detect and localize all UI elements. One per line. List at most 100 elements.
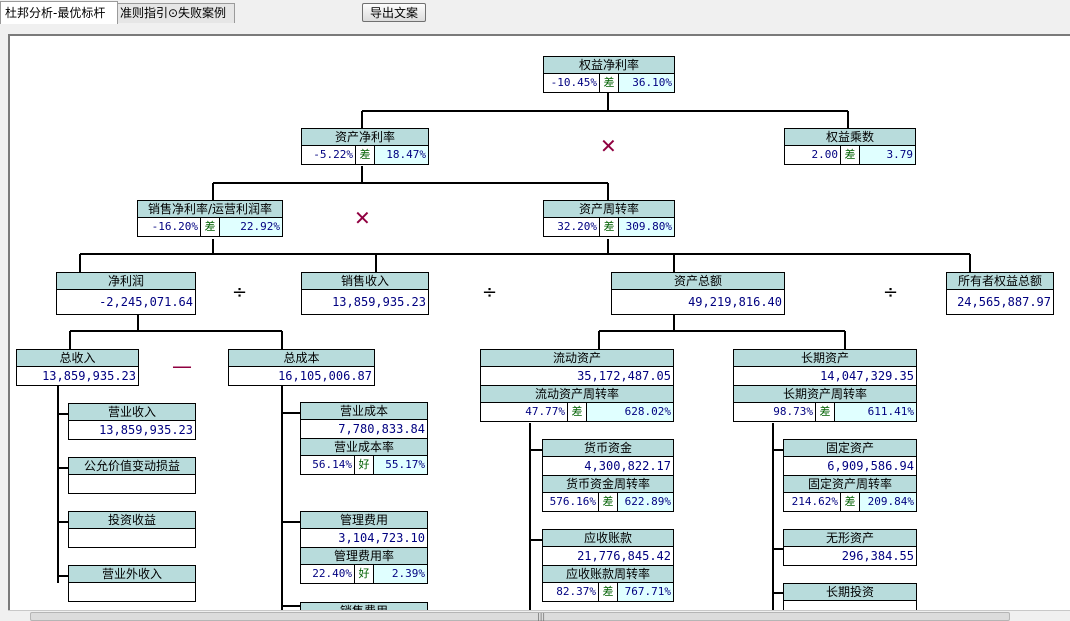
node-selling-expense[interactable]: 销售费用 <box>300 602 428 612</box>
actual-value: 214.62% <box>791 495 838 508</box>
rating-label: 差 <box>567 403 587 421</box>
node-current-assets[interactable]: 流动资产 35,172,487.05 流动资产周转率 47.77% 差 628.… <box>480 349 674 422</box>
node-value: 16,105,006.87 <box>278 369 372 383</box>
node-roe[interactable]: 权益净利率 -10.45% 差 36.10% <box>543 56 675 93</box>
rating-label: 好 <box>354 456 374 474</box>
node-value: 296,384.55 <box>841 549 914 563</box>
node-non-operating-income[interactable]: 营业外收入 <box>68 565 196 602</box>
node-title: 投资收益 <box>69 512 195 529</box>
node-title: 权益乘数 <box>785 129 915 146</box>
benchmark-value: 622.89% <box>618 493 673 511</box>
ratio-row: 47.77% 差 628.02% <box>481 403 673 421</box>
dupont-tree-panel[interactable]: ✕ ✕ ÷ ÷ ÷ — 权益净利率 -10.45% 差 36.10% 资产净利率… <box>8 34 1070 612</box>
node-sub-title: 货币资金周转率 <box>543 475 673 493</box>
node-value: 3,104,723.10 <box>338 531 425 545</box>
ratio-row: 32.20% 差 309.80% <box>544 218 674 236</box>
node-total-cost[interactable]: 总成本 16,105,006.87 <box>228 349 375 386</box>
node-sales-revenue[interactable]: 销售收入 13,859,935.23 <box>301 272 429 315</box>
node-owner-equity[interactable]: 所有者权益总额 24,565,887.97 <box>946 272 1054 315</box>
multiply-operator-2: ✕ <box>354 206 371 230</box>
node-title: 资产总额 <box>612 273 784 290</box>
node-sub-title: 营业成本率 <box>301 438 427 456</box>
rating-label: 差 <box>598 583 618 601</box>
node-value: 49,219,816.40 <box>688 295 782 309</box>
node-title: 总收入 <box>17 350 138 367</box>
node-total-assets[interactable]: 资产总额 49,219,816.40 <box>611 272 785 315</box>
rating-label: 好 <box>354 565 374 583</box>
node-value: 21,776,845.42 <box>577 549 671 563</box>
node-total-revenue[interactable]: 总收入 13,859,935.23 <box>16 349 139 386</box>
node-title: 长期投资 <box>784 584 916 601</box>
rating-label: 差 <box>200 218 220 236</box>
node-value <box>69 475 195 493</box>
node-title: 总成本 <box>229 350 374 367</box>
benchmark-value: 3.79 <box>860 146 915 164</box>
node-long-term-assets[interactable]: 长期资产 14,047,329.35 长期资产周转率 98.73% 差 611.… <box>733 349 917 422</box>
actual-value: 82.37% <box>556 585 596 598</box>
benchmark-value: 22.92% <box>220 218 282 236</box>
node-long-term-investment[interactable]: 长期投资 <box>783 583 917 612</box>
node-cash[interactable]: 货币资金 4,300,822.17 货币资金周转率 576.16% 差 622.… <box>542 439 674 512</box>
rating-label: 差 <box>840 146 860 164</box>
benchmark-value: 767.71% <box>618 583 673 601</box>
node-title: 公允价值变动损益 <box>69 458 195 475</box>
benchmark-value: 2.39% <box>374 565 427 583</box>
ratio-row: 82.37% 差 767.71% <box>543 583 673 601</box>
ratio-row: 576.16% 差 622.89% <box>543 493 673 511</box>
rating-label: 差 <box>355 146 375 164</box>
export-copy-button[interactable]: 导出文案 <box>362 3 426 22</box>
tree-connector-lines <box>57 91 971 612</box>
tab-dupont-analysis[interactable]: 杜邦分析-最优标杆 <box>0 1 118 24</box>
node-net-margin[interactable]: 销售净利率/运营利润率 -16.20% 差 22.92% <box>137 200 283 237</box>
node-title: 应收账款 <box>543 530 673 547</box>
node-fixed-assets[interactable]: 固定资产 6,909,586.94 固定资产周转率 214.62% 差 209.… <box>783 439 917 512</box>
node-value: -2,245,071.64 <box>99 295 193 309</box>
node-value: 24,565,887.97 <box>957 295 1051 309</box>
node-admin-expense[interactable]: 管理费用 3,104,723.10 管理费用率 22.40% 好 2.39% <box>300 511 428 584</box>
node-value: 7,780,833.84 <box>338 422 425 436</box>
actual-value: 22.40% <box>312 567 352 580</box>
rating-label: 差 <box>840 493 860 511</box>
rating-label: 差 <box>599 218 619 236</box>
node-title: 销售费用 <box>301 603 427 612</box>
ratio-row: -5.22% 差 18.47% <box>302 146 428 164</box>
benchmark-value: 209.84% <box>860 493 916 511</box>
ratio-row: 98.73% 差 611.41% <box>734 403 916 421</box>
node-title: 长期资产 <box>734 350 916 367</box>
scrollbar-thumb[interactable]: ||| <box>30 612 1010 621</box>
minus-operator: — <box>172 354 192 378</box>
node-investment-income[interactable]: 投资收益 <box>68 511 196 548</box>
tab-guidelines-failure-cases[interactable]: 准则指引⊙失败案例 <box>115 3 235 23</box>
node-title: 资产周转率 <box>544 201 674 218</box>
node-roa[interactable]: 资产净利率 -5.22% 差 18.47% <box>301 128 429 165</box>
rating-label: 差 <box>598 493 618 511</box>
grip-icon: ||| <box>537 612 546 621</box>
benchmark-value: 628.02% <box>587 403 673 421</box>
node-title: 固定资产 <box>784 440 916 457</box>
node-asset-turnover[interactable]: 资产周转率 32.20% 差 309.80% <box>543 200 675 237</box>
node-equity-multiplier[interactable]: 权益乘数 2.00 差 3.79 <box>784 128 916 165</box>
actual-value: 2.00 <box>811 148 839 161</box>
benchmark-value: 18.47% <box>375 146 428 164</box>
node-operating-cost[interactable]: 营业成本 7,780,833.84 营业成本率 56.14% 好 55.17% <box>300 402 428 475</box>
node-receivables[interactable]: 应收账款 21,776,845.42 应收账款周转率 82.37% 差 767.… <box>542 529 674 602</box>
node-value <box>69 583 195 601</box>
actual-value: 47.77% <box>525 405 565 418</box>
rating-label: 差 <box>815 403 835 421</box>
ratio-row: -16.20% 差 22.92% <box>138 218 282 236</box>
node-operating-revenue[interactable]: 营业收入 13,859,935.23 <box>68 403 196 440</box>
node-value: 14,047,329.35 <box>820 369 914 383</box>
node-value <box>69 529 195 547</box>
node-fair-value-gain[interactable]: 公允价值变动损益 <box>68 457 196 494</box>
node-title: 营业成本 <box>301 403 427 420</box>
actual-value: 576.16% <box>549 495 596 508</box>
node-title: 权益净利率 <box>544 57 674 74</box>
rating-label: 差 <box>599 74 619 92</box>
node-intangible-assets[interactable]: 无形资产 296,384.55 <box>783 529 917 566</box>
node-title: 营业外收入 <box>69 566 195 583</box>
node-sub-title: 长期资产周转率 <box>734 385 916 403</box>
node-title: 净利润 <box>57 273 195 290</box>
benchmark-value: 611.41% <box>835 403 916 421</box>
ratio-row: 22.40% 好 2.39% <box>301 565 427 583</box>
node-net-profit[interactable]: 净利润 -2,245,071.64 <box>56 272 196 315</box>
